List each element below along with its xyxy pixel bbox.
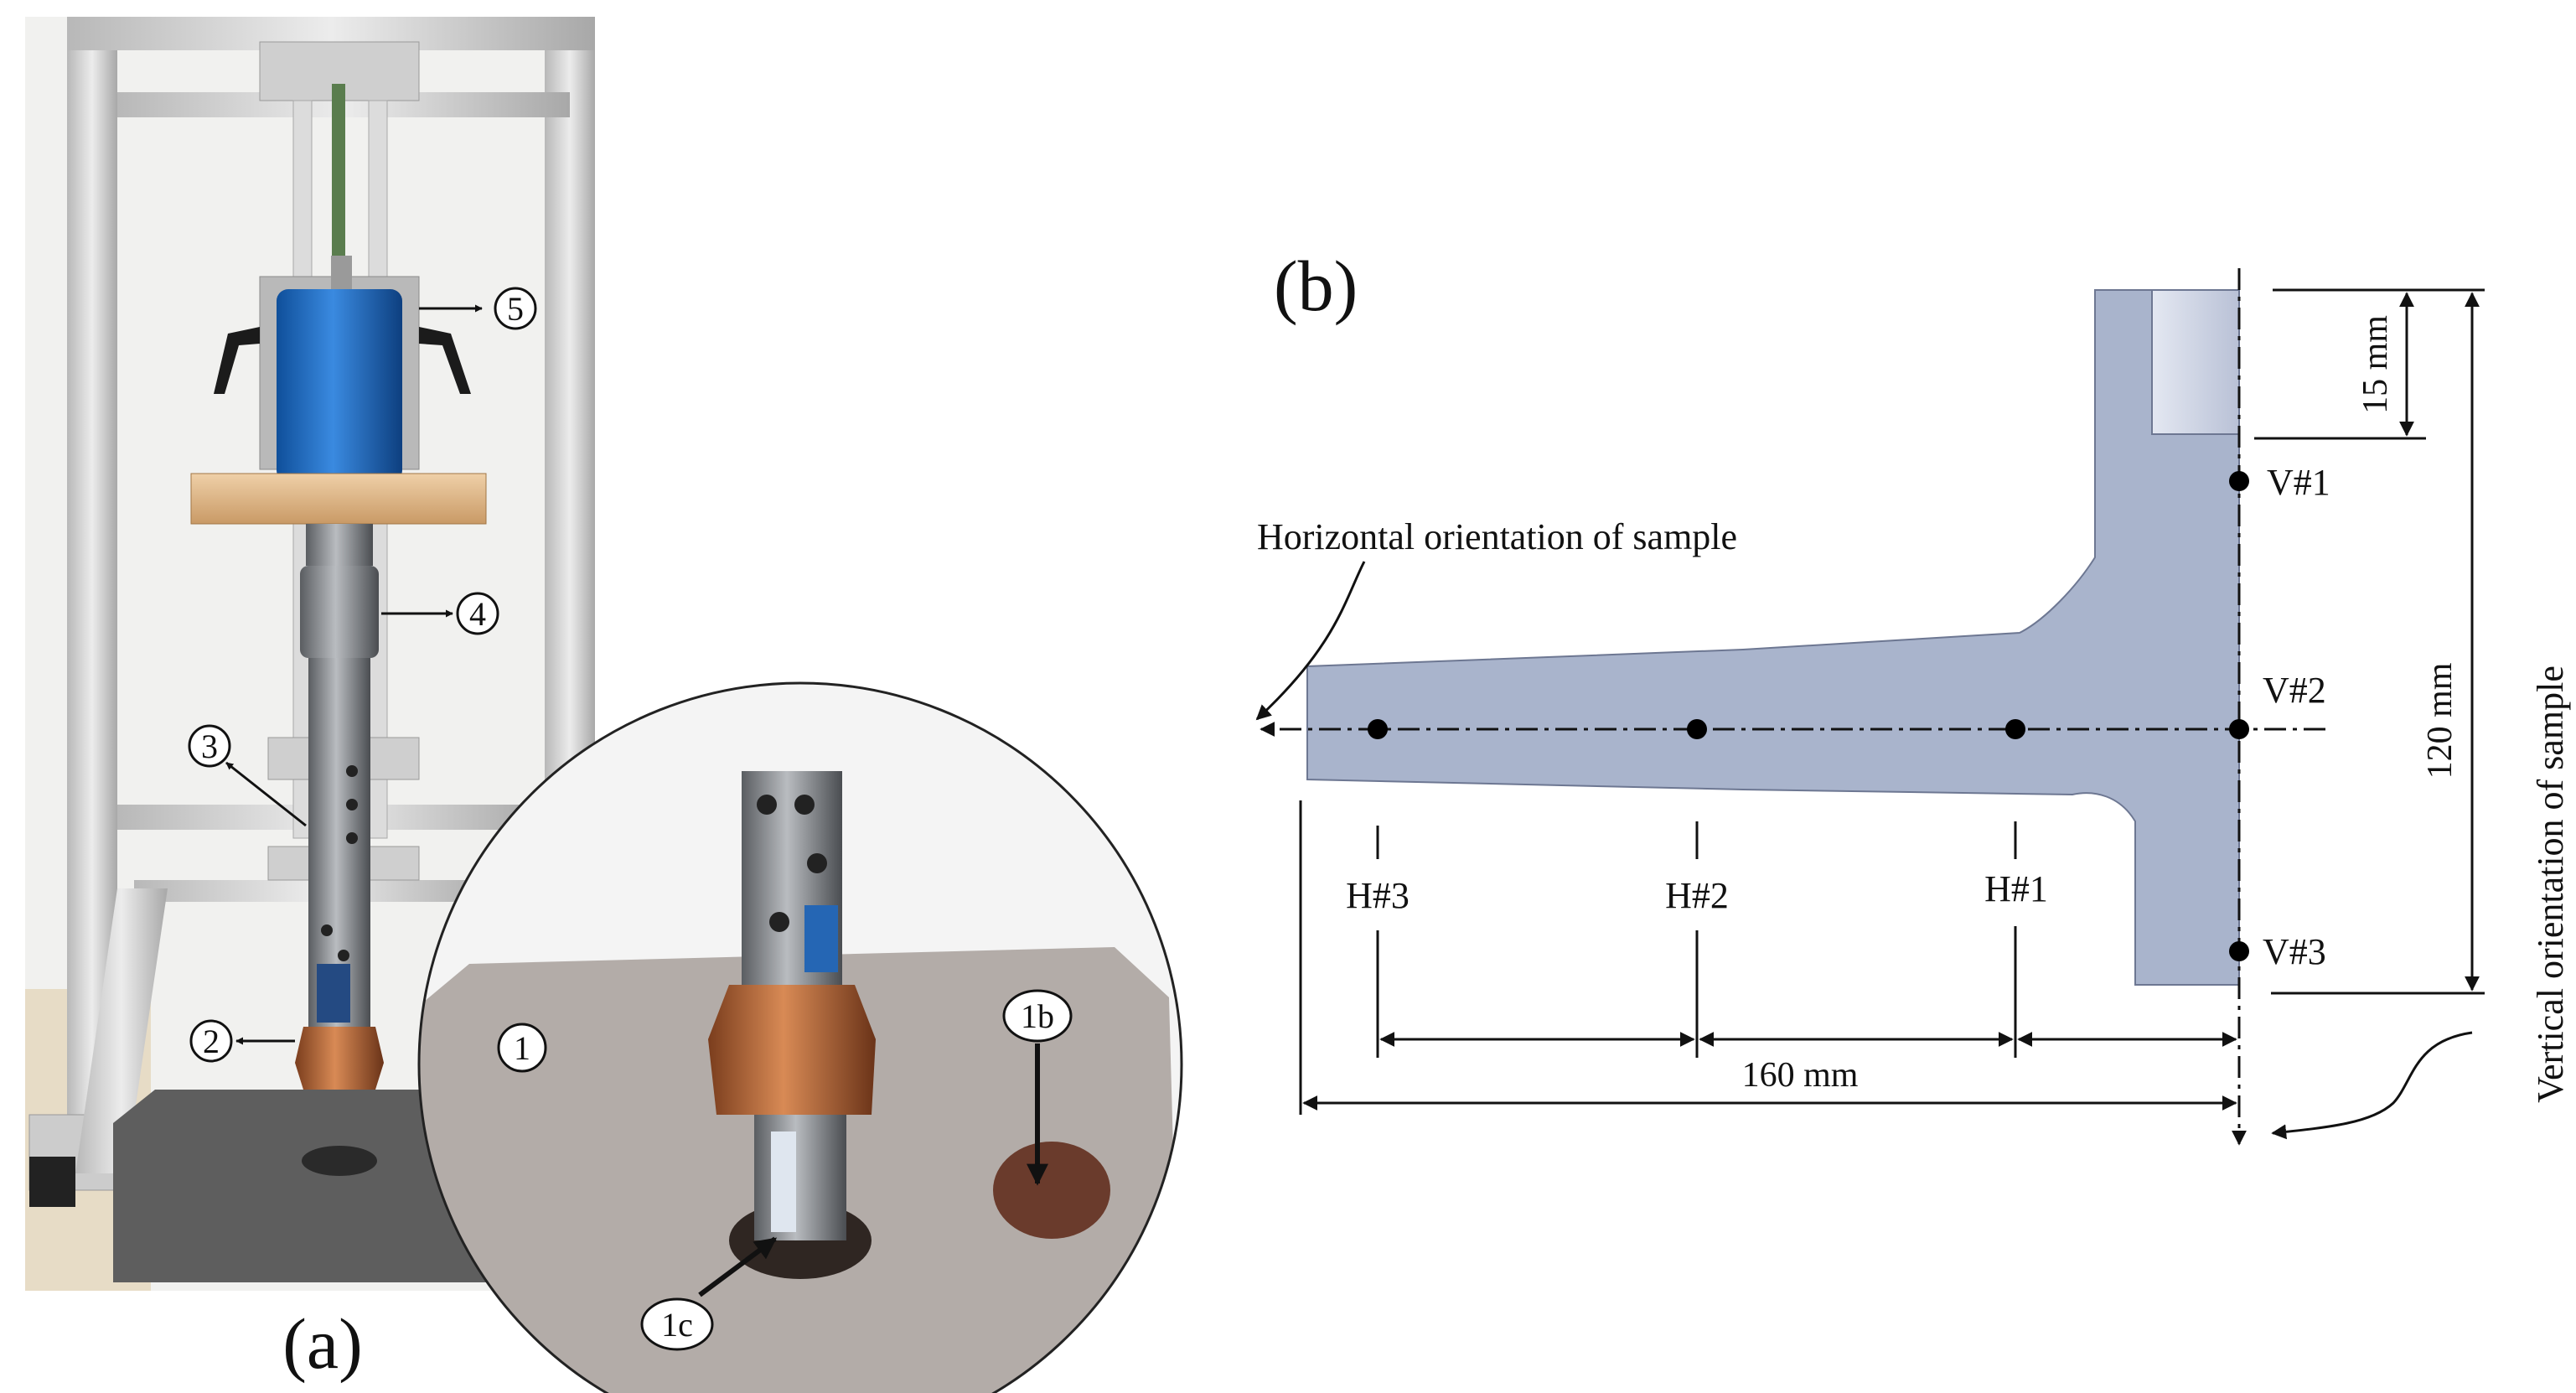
top-depth-dimension: 15 mm	[2356, 292, 2414, 437]
dim-120mm: 120 mm	[2421, 662, 2460, 779]
height-dimension: 120 mm	[2421, 292, 2480, 992]
label-v3: V#3	[2263, 931, 2326, 972]
label-v1: V#1	[2267, 462, 2330, 503]
horizontal-orientation-arrow	[1255, 561, 1366, 721]
dim-160mm: 160 mm	[1742, 1056, 1859, 1095]
label-h1: H#1	[1984, 868, 2048, 909]
callout-1b-text: 1b	[1021, 997, 1054, 1035]
point-h2	[1687, 719, 1707, 739]
vertical-orientation-label: Vertical orientation of sample	[2530, 665, 2571, 1103]
callout-2-text: 2	[203, 1023, 220, 1060]
callout-4-text: 4	[469, 595, 486, 633]
transducer	[214, 256, 471, 482]
sample-body	[1306, 289, 2240, 986]
dim-15mm: 15 mm	[2356, 315, 2395, 414]
label-h2: H#2	[1665, 875, 1729, 916]
callout-3-text: 3	[201, 728, 218, 765]
callout-3: 3	[188, 724, 307, 827]
callout-1b: 1b	[1002, 989, 1073, 1186]
panel-b-caption: (b)	[1274, 246, 1358, 326]
clamp-handle-right	[419, 327, 471, 394]
panel-a-caption: (a)	[282, 1303, 362, 1384]
vertical-orientation-arrow	[2271, 1031, 2473, 1140]
clamp-handle-left	[214, 327, 260, 394]
base-hole	[302, 1146, 377, 1176]
point-h3	[1368, 719, 1388, 739]
label-v2: V#2	[2263, 670, 2326, 711]
callout-1-text: 1	[514, 1029, 530, 1067]
callout-5: 5	[419, 287, 537, 330]
point-v2	[2229, 719, 2249, 739]
top-pocket	[2151, 289, 2240, 435]
callout-1c-text: 1c	[661, 1306, 693, 1344]
zoom-border	[417, 681, 1183, 1393]
callout-1c: 1c	[640, 1236, 778, 1351]
callout-5-text: 5	[507, 290, 524, 328]
callout-2: 2	[189, 1019, 295, 1063]
wooden-plate	[190, 473, 487, 525]
point-v1	[2229, 471, 2249, 491]
callout-1: 1	[497, 1023, 547, 1073]
panel-a: 5 4 3 2 1 1b 1c (	[25, 17, 1183, 1393]
point-v3	[2229, 941, 2249, 961]
point-h1	[2005, 719, 2025, 739]
label-h3: H#3	[1346, 875, 1410, 916]
panel-b: (b) V#1 V#2 V#3 H#1 H#2 H#3	[1255, 246, 2571, 1146]
callout-4: 4	[381, 592, 499, 635]
horizontal-orientation-label: Horizontal orientation of sample	[1257, 516, 1737, 557]
length-dimension: 160 mm	[1302, 1056, 2237, 1111]
